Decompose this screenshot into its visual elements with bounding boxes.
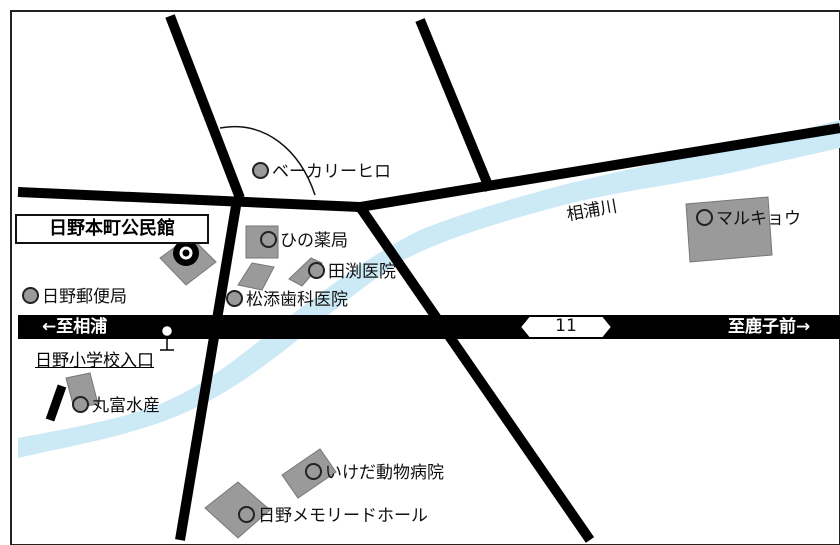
poi-memorial-hall[interactable]: 日野メモリードホール	[238, 506, 428, 526]
road-west-direction: ←至相浦	[42, 317, 108, 337]
circle-marker-icon	[226, 290, 243, 307]
poi-fish-shop[interactable]: 丸富水産	[72, 396, 160, 416]
bus-stop-icon	[160, 324, 174, 351]
circle-marker-icon	[72, 396, 89, 413]
poi-pharmacy[interactable]: ひの薬局	[260, 231, 348, 251]
poi-vet[interactable]: いけだ動物病院	[305, 463, 444, 483]
community-hall-label[interactable]: 日野本町公民館	[15, 214, 209, 244]
circle-marker-icon	[22, 287, 39, 304]
bus-stop-label[interactable]: 日野小学校入口	[35, 351, 154, 371]
poi-bakery[interactable]: ベーカリーヒロ	[252, 162, 391, 182]
poi-dental[interactable]: 松添歯科医院	[226, 290, 348, 310]
roads	[17, 14, 840, 543]
road-curve	[219, 126, 316, 196]
route-shield-icon	[518, 315, 614, 339]
poi-clinic[interactable]: 田渕医院	[308, 262, 396, 282]
circle-marker-icon	[260, 231, 277, 248]
circle-marker-icon	[238, 506, 255, 523]
route-number: 11	[555, 316, 577, 336]
river	[18, 120, 840, 458]
circle-marker-icon	[696, 209, 713, 226]
map-frame	[10, 10, 840, 545]
target-marker-icon	[173, 240, 199, 266]
poi-store[interactable]: マルキョウ	[696, 209, 801, 229]
circle-marker-icon	[305, 463, 322, 480]
road-east-direction: 至鹿子前→	[728, 317, 811, 337]
poi-post-office[interactable]: 日野郵便局	[22, 287, 127, 307]
circle-marker-icon	[308, 262, 325, 279]
circle-marker-icon	[252, 162, 269, 179]
